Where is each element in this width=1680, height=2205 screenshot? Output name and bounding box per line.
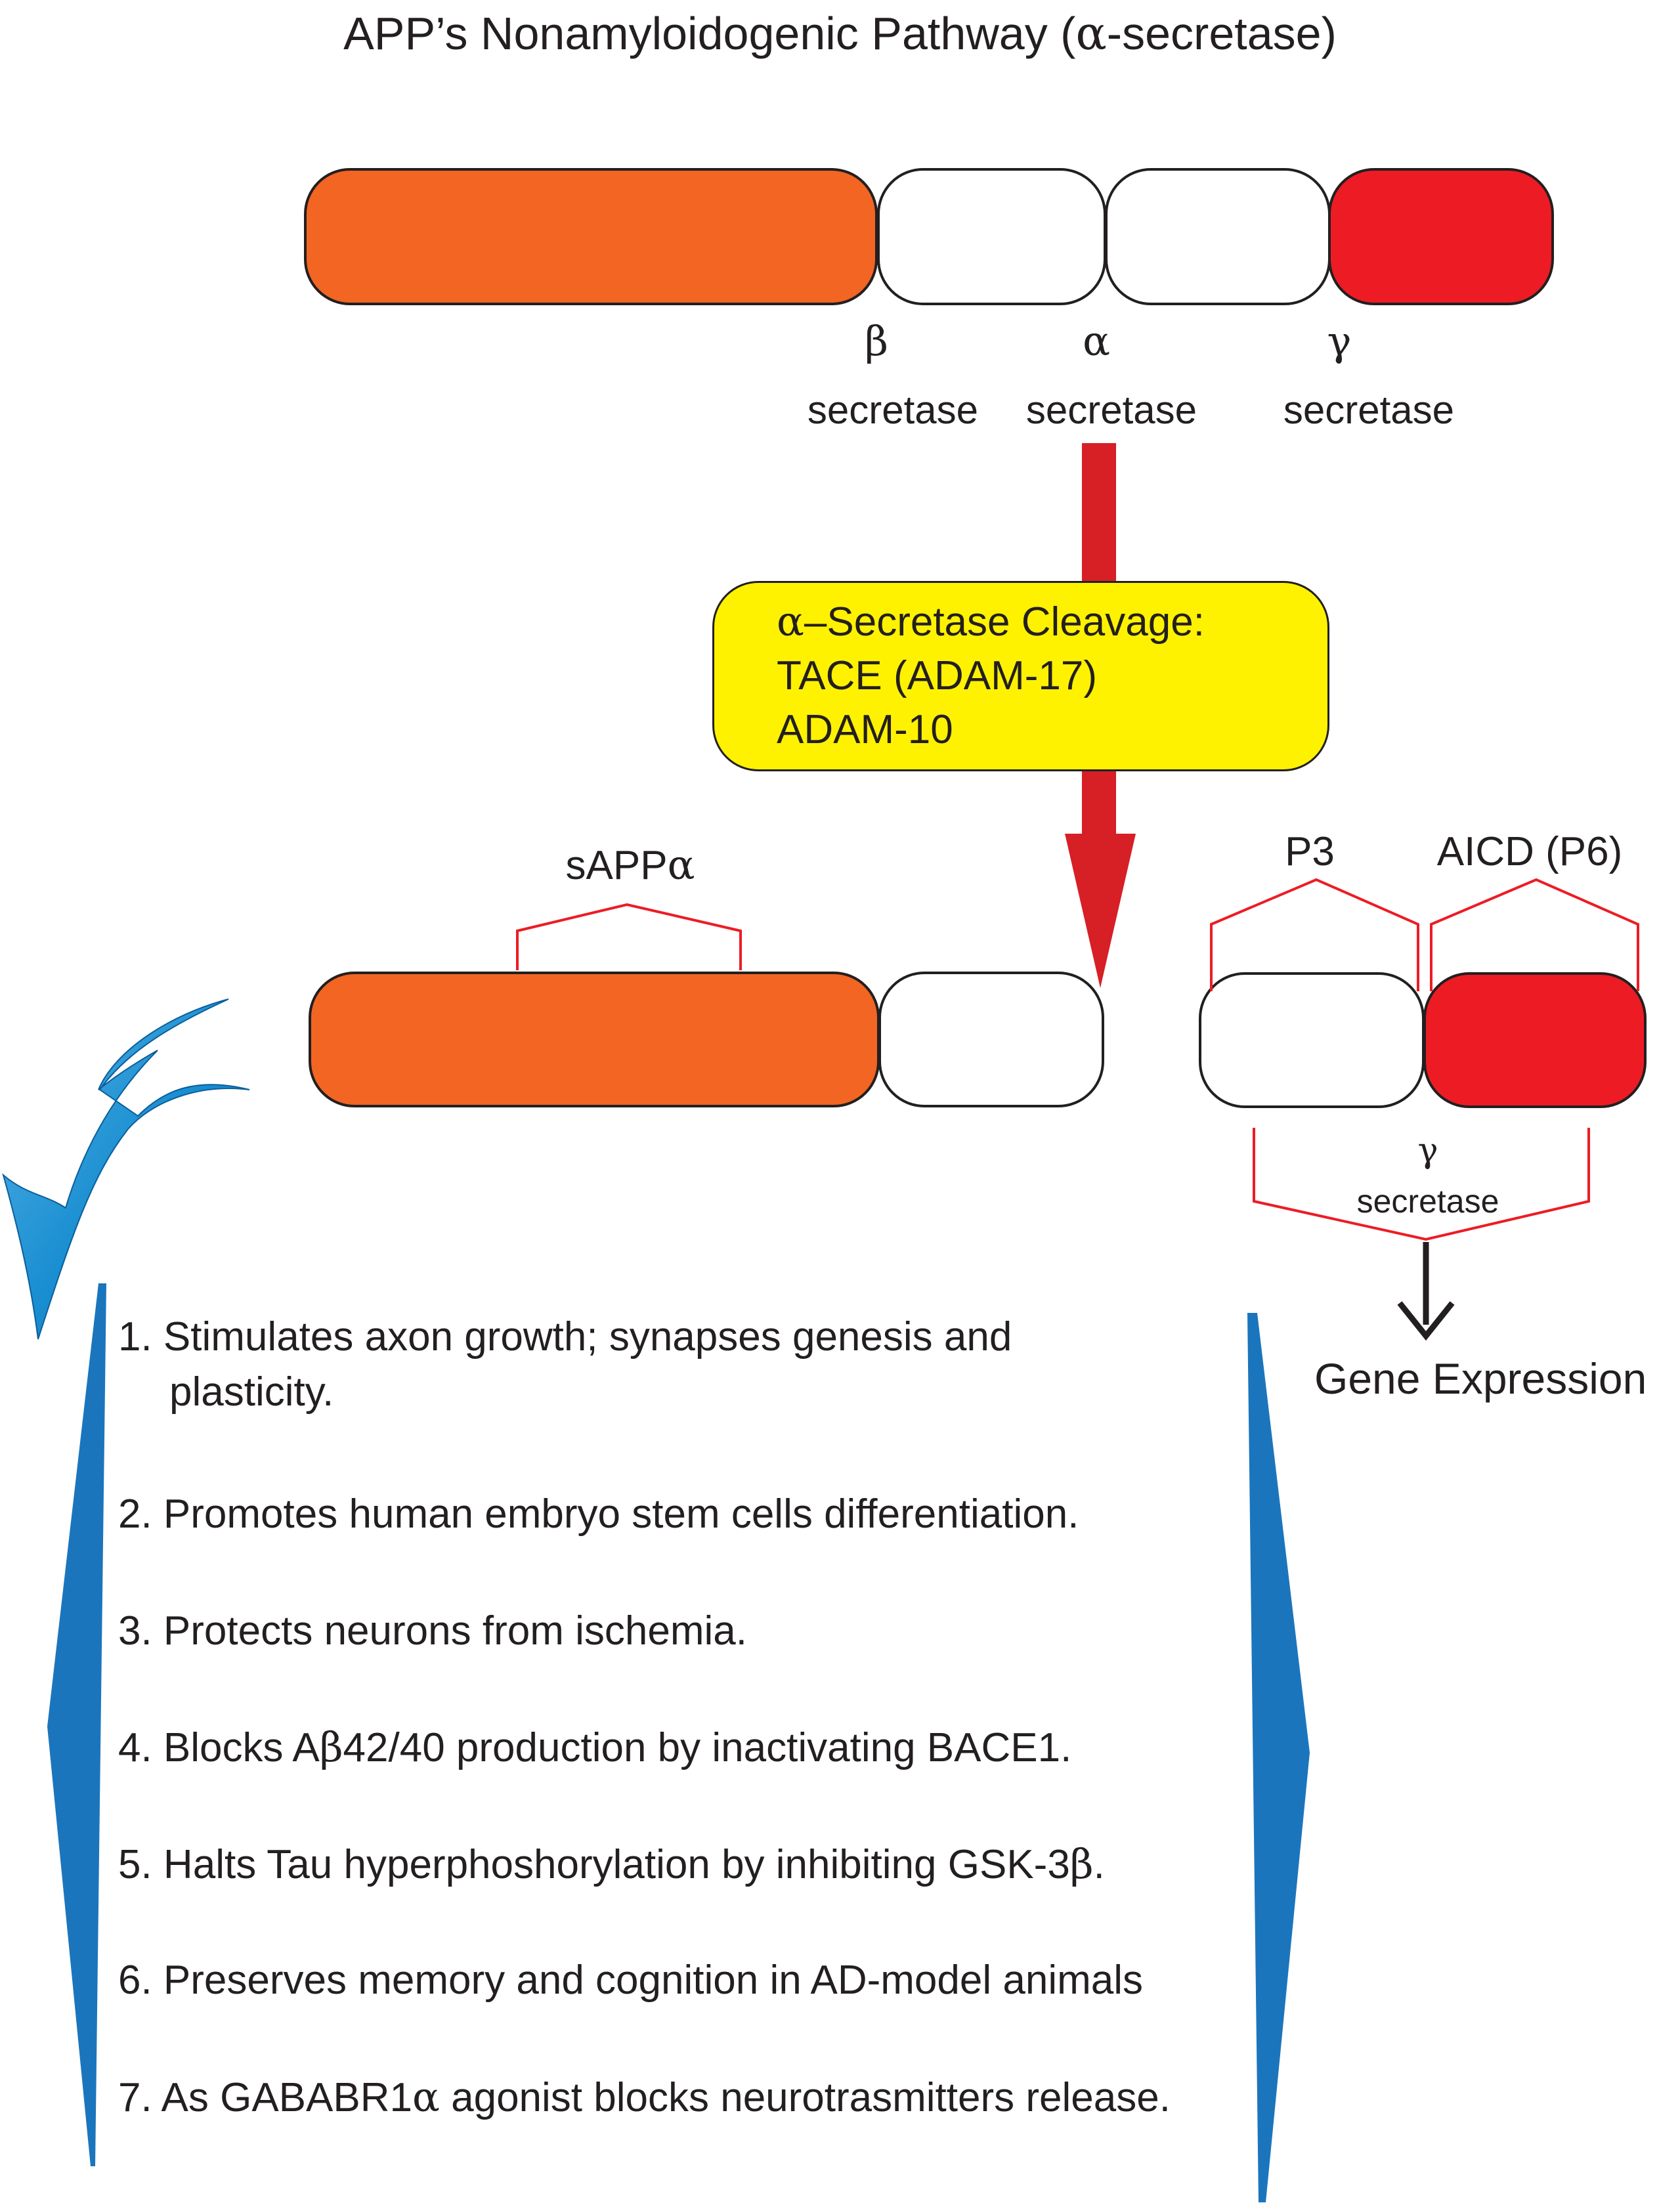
- effect-5-pre: 5. Halts Tau hyperphoshorylation by inhi…: [118, 1842, 1070, 1887]
- effect-4-pre: 4. Blocks A: [118, 1725, 320, 1770]
- effect-1-line1: 1. Stimulates axon growth; synapses gene…: [118, 1314, 1012, 1359]
- app-intracellular-red: [1328, 168, 1554, 305]
- effect-item-3: 3. Protects neurons from ischemia.: [118, 1604, 747, 1659]
- enzyme-box-line1: α–Secretase Cleavage:: [777, 595, 1327, 649]
- effect-item-1: 1. Stimulates axon growth; synapses gene…: [118, 1310, 1012, 1420]
- app-protein-full: [304, 168, 1554, 305]
- app-ectodomain-orange: [304, 168, 878, 305]
- right-wedge: [1247, 1313, 1310, 2202]
- left-wedge: [47, 1283, 106, 2166]
- effect-item-5: 5. Halts Tau hyperphoshorylation by inhi…: [118, 1837, 1105, 1893]
- sapp-alpha-fragment: [309, 972, 1104, 1107]
- effect-7-pre: 7. As GABABR1: [118, 2075, 412, 2120]
- gamma-secretase-label: secretase: [1283, 388, 1455, 432]
- alpha-secretase-label: secretase: [1025, 388, 1197, 432]
- enzyme-box-line1-text: –Secretase Cleavage:: [804, 599, 1205, 645]
- alpha-greek-label: α: [1083, 317, 1110, 365]
- effect-4-greek: β: [319, 1723, 343, 1771]
- effect-item-2: 2. Promotes human embryo stem cells diff…: [118, 1487, 1079, 1542]
- effect-5-post: .: [1093, 1842, 1105, 1887]
- sapp-prefix: sAPP: [565, 843, 668, 888]
- sapp-greek: α: [667, 841, 695, 889]
- beta-secretase-label: secretase: [807, 388, 979, 432]
- effect-item-7: 7. As GABABR1α agonist blocks neurotrasm…: [118, 2070, 1171, 2126]
- sapp-alpha-label: sAPPα: [538, 839, 722, 892]
- effect-2-text: 2. Promotes human embryo stem cells diff…: [118, 1491, 1079, 1537]
- effect-6-text: 6. Preserves memory and cognition in AD-…: [118, 1958, 1144, 2003]
- effect-4-post: 42/40 production by inactivating BACE1.: [343, 1725, 1072, 1770]
- beta-greek-label: β: [865, 317, 888, 365]
- effect-item-4: 4. Blocks Aβ42/40 production by inactiva…: [118, 1720, 1071, 1776]
- page-title: APP’s Nonamyloidogenic Pathway (α-secret…: [0, 3, 1680, 64]
- gamma-greek-label: γ: [1327, 317, 1352, 365]
- p3-bracket: [1210, 878, 1419, 991]
- gene-expression-label: Gene Expression: [1314, 1354, 1647, 1403]
- aicd-domain: [1423, 972, 1647, 1108]
- sapp-bracket: [516, 903, 742, 970]
- effect-1-line2: plasticity.: [169, 1369, 334, 1415]
- enzyme-box-greek: α: [777, 597, 804, 645]
- effect-3-text: 3. Protects neurons from ischemia.: [118, 1608, 747, 1654]
- title-greek-alpha: α: [1075, 7, 1107, 60]
- gamma-fragment-secretase: secretase: [1356, 1183, 1499, 1220]
- effect-5-greek: β: [1069, 1840, 1094, 1888]
- p3-label: P3: [1285, 829, 1335, 874]
- enzyme-box-line2: TACE (ADAM-17): [777, 653, 1098, 698]
- alpha-secretase-enzymes-box: α–Secretase Cleavage: TACE (ADAM-17) ADA…: [712, 581, 1329, 771]
- app-segment-alpha-gamma: [1105, 168, 1331, 305]
- app-segment-beta-alpha: [877, 168, 1106, 305]
- gamma-bracket: [1253, 1128, 1590, 1241]
- curved-blue-arrow: [2, 998, 250, 1340]
- c-terminal-fragments: [1199, 972, 1647, 1108]
- effect-7-greek: α: [412, 2073, 440, 2121]
- sapp-orange-domain: [309, 972, 880, 1107]
- gene-expression-arrow: [1397, 1242, 1455, 1341]
- aicd-label: AICD (P6): [1436, 829, 1623, 874]
- effect-item-6: 6. Preserves memory and cognition in AD-…: [118, 1953, 1143, 2008]
- gamma-fragment-greek: γ: [1417, 1131, 1438, 1170]
- effect-7-post: agonist blocks neurotrasmitters release.: [439, 2075, 1171, 2120]
- title-suffix: -secretase): [1106, 8, 1337, 59]
- title-prefix: APP’s Nonamyloidogenic Pathway (: [343, 8, 1076, 59]
- aicd-bracket: [1430, 878, 1639, 991]
- sapp-white-domain: [878, 972, 1104, 1107]
- enzyme-box-line3: ADAM-10: [777, 707, 953, 752]
- p3-domain: [1199, 972, 1425, 1108]
